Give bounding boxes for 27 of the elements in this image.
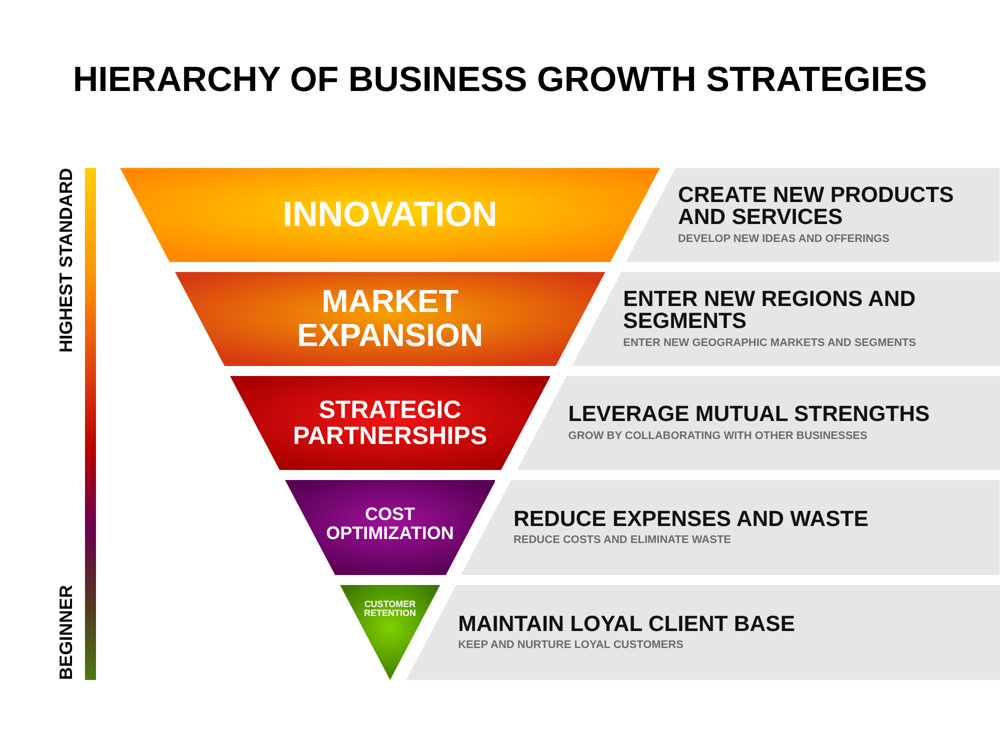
panel-heading: MAINTAIN LOYAL CLIENT BASE	[458, 612, 796, 636]
panel-heading: LEVERAGE MUTUAL STRENGTHS	[568, 403, 930, 426]
description-panel	[516, 376, 1000, 470]
level-label: CUSTOMER RETENTION	[362, 600, 417, 618]
panel-subheading: GROW BY COLLABORATING WITH OTHER BUSINESSES	[568, 430, 868, 443]
panel-subheading: REDUCE COSTS AND ELIMINATE WASTE	[513, 534, 732, 548]
trapezoid-level	[284, 480, 496, 575]
panel-heading: CREATE NEW PRODUCTS AND SERVICES	[678, 184, 955, 230]
scale-label: BEGINNER	[57, 584, 75, 680]
description-panel	[572, 272, 1000, 366]
scale-label: HIGHEST STANDARD	[57, 168, 75, 353]
panel-heading: REDUCE EXPENSES AND WASTE	[513, 508, 868, 530]
panel-subheading: KEEP AND NURTURE LOYAL CUSTOMERS	[458, 639, 684, 652]
diagram-title: HIERARCHY OF BUSINESS GROWTH STRATEGIES	[72, 60, 928, 100]
trapezoid-level	[120, 168, 660, 262]
triangle-level	[340, 585, 440, 680]
trapezoid-level	[174, 272, 606, 366]
panel-subheading: ENTER NEW GEOGRAPHIC MARKETS AND SEGMENTS	[623, 337, 916, 350]
level-label: STRATEGIC PARTNERSHIPS	[292, 396, 488, 450]
panel-heading: ENTER NEW REGIONS AND SEGMENTS	[623, 288, 917, 334]
level-label: MARKET EXPANSION	[296, 285, 484, 353]
trapezoid-level	[230, 376, 550, 470]
level-label: INNOVATION	[282, 196, 498, 234]
description-panel	[461, 480, 1000, 575]
level-label: COST OPTIMIZATION	[325, 505, 455, 543]
panel-subheading: DEVELOP NEW IDEAS AND OFFERINGS	[678, 233, 890, 246]
description-panel	[626, 168, 1000, 262]
